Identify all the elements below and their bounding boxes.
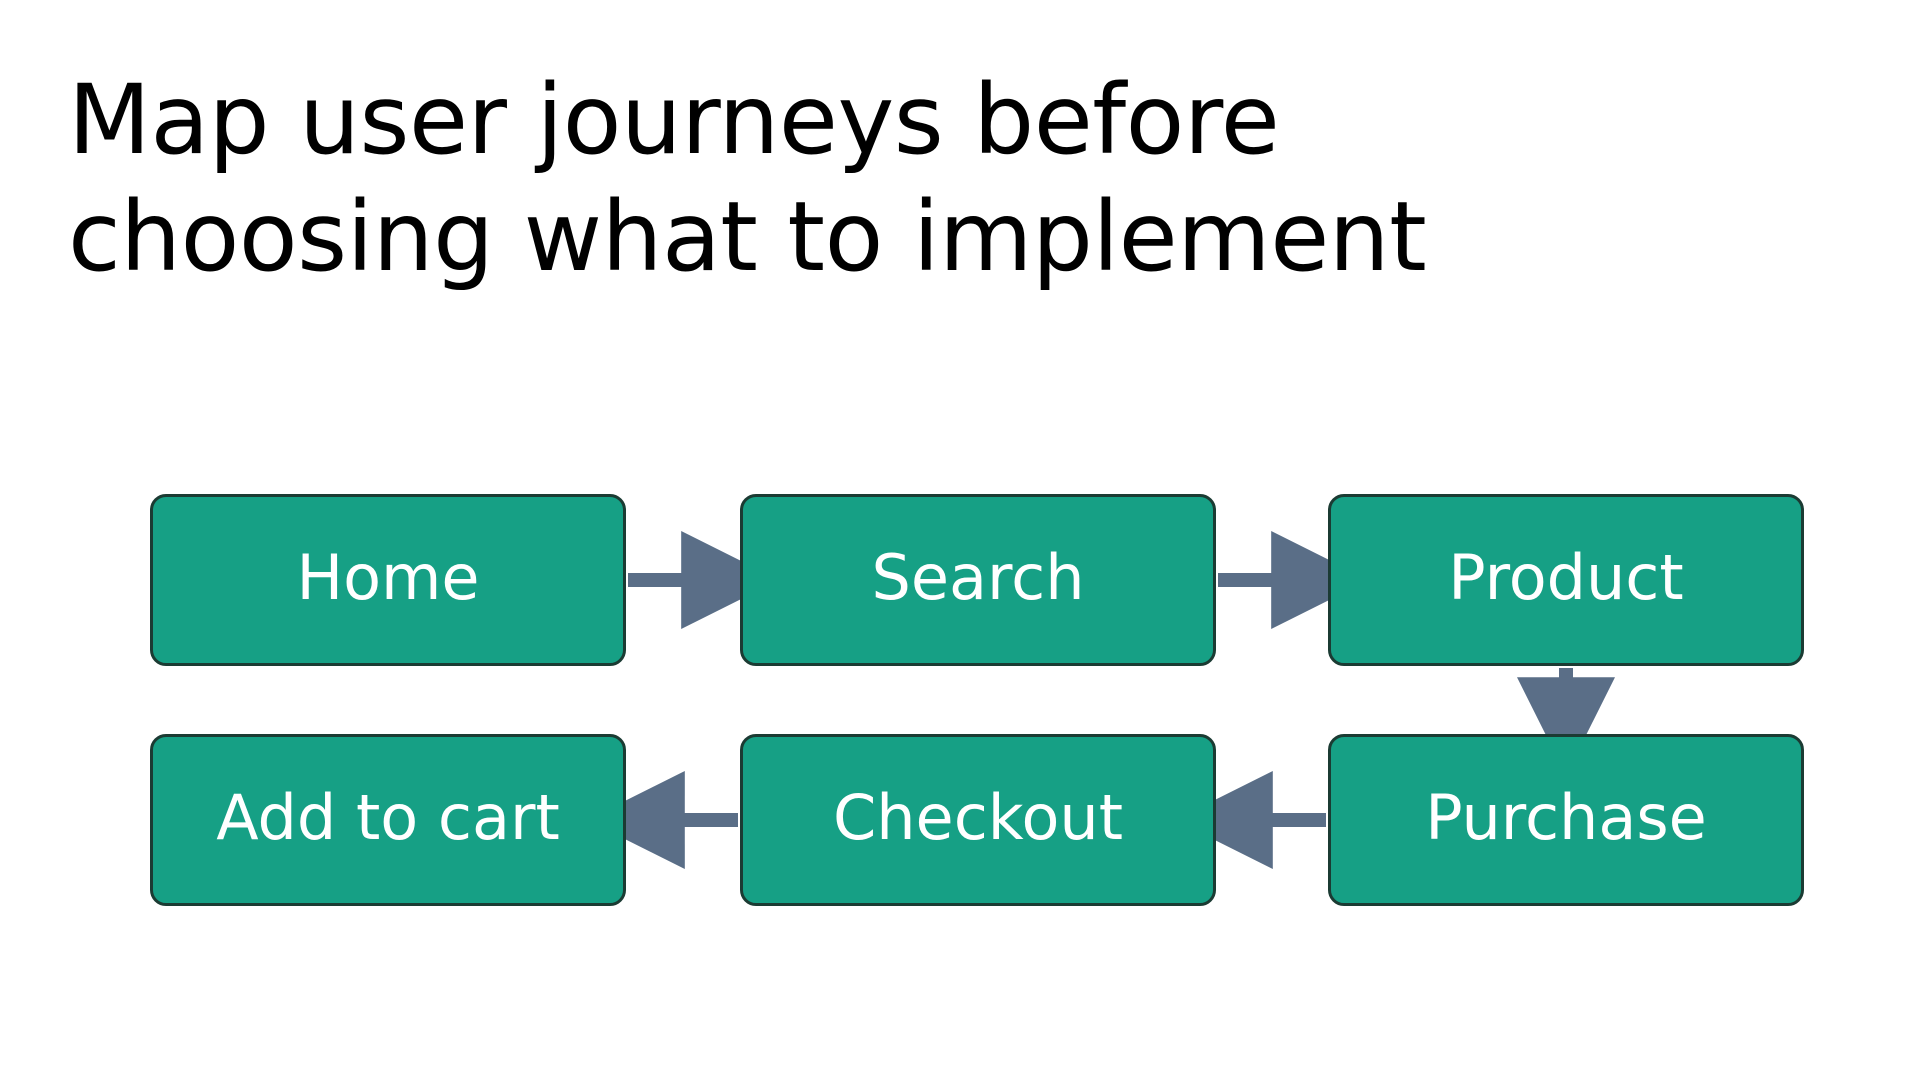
flow-node-add-to-cart[interactable]: Add to cart <box>150 734 626 906</box>
flow-node-product[interactable]: Product <box>1328 494 1804 666</box>
page-title: Map user journeys before choosing what t… <box>68 64 1427 294</box>
flow-node-search[interactable]: Search <box>740 494 1216 666</box>
flow-node-purchase-label: Purchase <box>1425 781 1707 854</box>
flow-node-home[interactable]: Home <box>150 494 626 666</box>
flow-node-checkout-label: Checkout <box>832 781 1124 854</box>
flow-node-checkout[interactable]: Checkout <box>740 734 1216 906</box>
flow-node-add-to-cart-label: Add to cart <box>216 781 560 854</box>
flow-node-product-label: Product <box>1448 541 1684 614</box>
flow-node-home-label: Home <box>296 541 480 614</box>
flow-node-search-label: Search <box>871 541 1085 614</box>
flow-node-purchase[interactable]: Purchase <box>1328 734 1804 906</box>
